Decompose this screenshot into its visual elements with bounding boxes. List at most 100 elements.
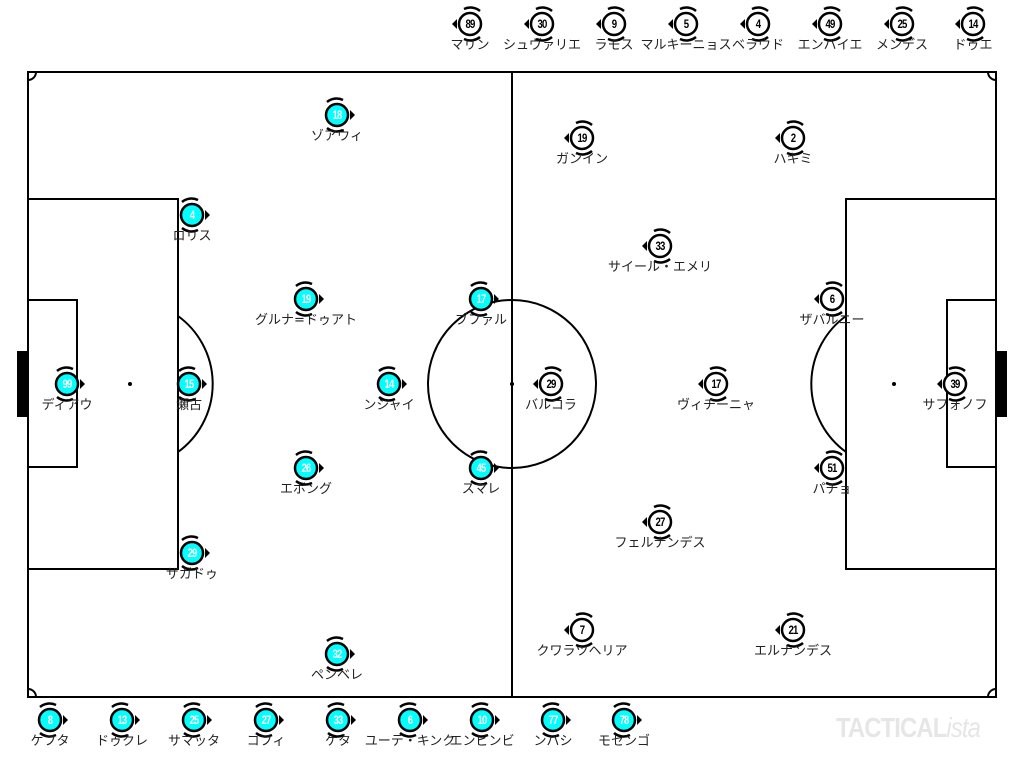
- player-number: 4: [755, 17, 761, 31]
- player-marker-icon: [176, 366, 207, 402]
- player-marker-icon: [181, 702, 212, 738]
- player-number: 10: [477, 713, 487, 727]
- player-marker-icon: [564, 120, 595, 156]
- right-penalty-spot: [892, 382, 896, 386]
- player-marker-icon: [955, 6, 986, 42]
- player-number: 4: [189, 208, 195, 222]
- player-marker-icon: [179, 535, 210, 571]
- player-number: 14: [968, 17, 978, 31]
- player-name: エンビンビ: [449, 734, 515, 749]
- player-marker-icon: [775, 120, 806, 156]
- player-marker-icon: [376, 366, 407, 402]
- logo-suffix: ista: [946, 712, 981, 743]
- player-name: ガンイン: [555, 152, 608, 167]
- player-name: シュヴァリエ: [502, 38, 581, 53]
- player-number: 25: [897, 17, 907, 31]
- player-name: マルキーニョス: [640, 38, 732, 53]
- logo-main: TACTICAL: [836, 712, 947, 743]
- player-name: バルコラ: [525, 398, 577, 413]
- player-number: 33: [655, 239, 665, 253]
- player-name: ンジャイ: [363, 398, 415, 413]
- player-number: 30: [537, 17, 547, 31]
- player-number: 7: [579, 623, 585, 637]
- player-number: 49: [825, 17, 835, 31]
- player-name: クワラツヘリア: [536, 644, 628, 659]
- player-name: パチョ: [812, 482, 852, 497]
- player-marker-icon: [564, 612, 595, 648]
- player-number: 9: [611, 17, 617, 31]
- player-number: 26: [301, 461, 311, 475]
- player-name: ドゥエ: [953, 38, 993, 53]
- player-number: 17: [476, 292, 486, 306]
- player-name: ベラウド: [731, 38, 784, 53]
- player-marker-icon: [253, 702, 284, 738]
- player-number: 8: [47, 713, 53, 727]
- player-number: 78: [619, 713, 629, 727]
- player-number: 33: [333, 713, 343, 727]
- player-name: ケタ: [324, 734, 351, 749]
- player-number: 29: [546, 377, 556, 391]
- player-number: 6: [407, 713, 413, 727]
- player-name: ンパシ: [533, 734, 573, 749]
- player-marker-icon: [452, 6, 483, 42]
- player-number: 18: [332, 108, 342, 122]
- player-marker-icon: [37, 702, 68, 738]
- center-circle: [427, 299, 597, 469]
- player-number: 13: [117, 713, 127, 727]
- player-number: 77: [548, 713, 558, 727]
- player-name: コフィ: [246, 734, 286, 749]
- player-name: グルナ=ドゥアト: [255, 313, 357, 328]
- player-number: 19: [577, 131, 587, 145]
- player-marker-icon: [324, 97, 355, 133]
- player-number: 29: [187, 546, 197, 560]
- player-number: 19: [301, 292, 311, 306]
- player-number: 25: [189, 713, 199, 727]
- left-penalty-arc: [177, 315, 214, 453]
- player-number: 89: [465, 17, 475, 31]
- player-number: 6: [829, 292, 835, 306]
- player-marker-icon: [293, 281, 324, 317]
- player-number: 17: [711, 377, 721, 391]
- player-number: 51: [827, 461, 837, 475]
- player-marker-icon: [611, 702, 642, 738]
- player-name: ブファル: [454, 313, 507, 328]
- player-name: ゾアウィ: [310, 129, 363, 144]
- player-number: 39: [950, 377, 960, 391]
- player-marker-icon: [397, 702, 428, 738]
- player-name: サイール・エメリ: [607, 260, 712, 275]
- left-penalty-spot: [128, 382, 132, 386]
- player-marker-icon: [814, 281, 845, 317]
- player-name: スマレ: [461, 482, 501, 497]
- right-penalty-arc: [810, 315, 847, 453]
- player-number: 5: [683, 17, 689, 31]
- tacticalista-logo: TACTICALista: [836, 712, 981, 744]
- player-name: ロリス: [172, 229, 212, 244]
- player-marker-icon: [698, 366, 729, 402]
- player-number: 21: [788, 623, 798, 637]
- player-marker-icon: [642, 228, 673, 264]
- player-marker-icon: [468, 281, 499, 317]
- player-name: サマッタ: [167, 734, 220, 749]
- player-marker-icon: [293, 450, 324, 486]
- player-marker-icon: [325, 702, 356, 738]
- player-marker-icon: [596, 6, 627, 42]
- player-marker-icon: [540, 702, 571, 738]
- player-name: ラモス: [594, 38, 634, 53]
- right-goal: [996, 351, 1007, 417]
- player-name: エンバイエ: [797, 38, 863, 53]
- player-number: 2: [790, 131, 796, 145]
- player-number: 32: [332, 647, 342, 661]
- left-goal: [17, 351, 28, 417]
- player-name: ユーテ・キンク: [364, 734, 456, 749]
- player-marker-icon: [668, 6, 699, 42]
- player-name: マリン: [450, 38, 490, 53]
- player-marker-icon: [775, 612, 806, 648]
- player-number: 14: [384, 377, 394, 391]
- player-number: 27: [261, 713, 271, 727]
- player-number: 99: [62, 377, 72, 391]
- player-name: 瀬古: [175, 398, 202, 413]
- player-marker-icon: [814, 450, 845, 486]
- player-marker-icon: [469, 702, 500, 738]
- player-marker-icon: [740, 6, 771, 42]
